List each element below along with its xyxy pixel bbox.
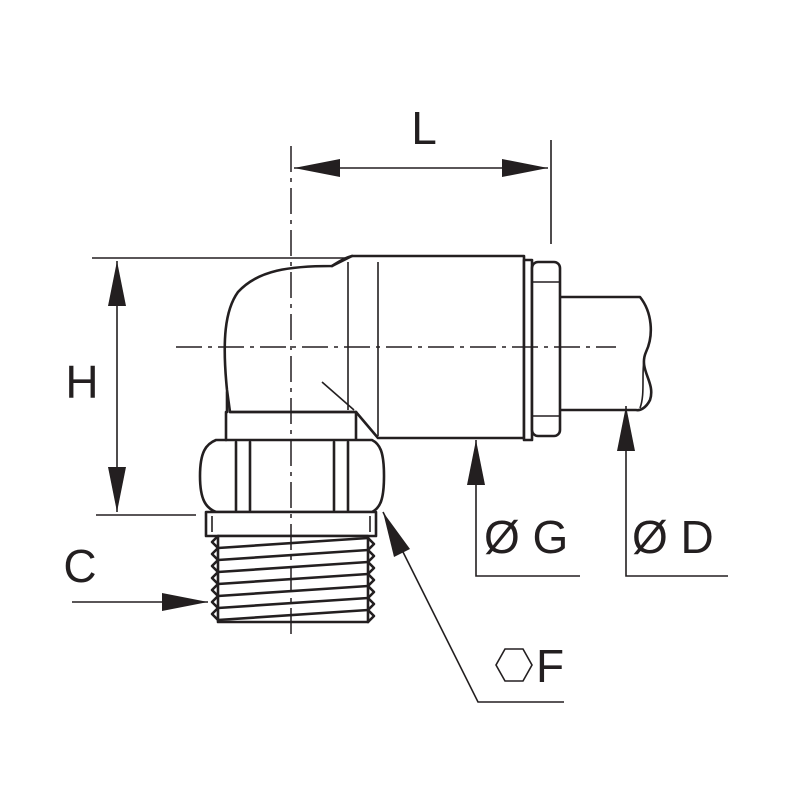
- dimension-h: H: [65, 257, 346, 516]
- dimension-c: C: [63, 540, 208, 611]
- dimension-l: L: [294, 102, 552, 244]
- label-f: F: [536, 640, 564, 692]
- tube: [558, 295, 653, 412]
- hex-nut: [198, 410, 386, 514]
- hexagon-icon: [495, 648, 533, 682]
- collet-ring: [522, 258, 562, 442]
- threaded-stud: [204, 510, 378, 624]
- dimension-g: Ø G: [467, 440, 580, 577]
- elbow-body: [223, 254, 526, 442]
- label-l: L: [411, 102, 437, 154]
- dimension-f: F: [382, 511, 564, 703]
- label-h: H: [65, 356, 98, 408]
- label-c: C: [63, 540, 96, 592]
- label-d: Ø D: [632, 511, 714, 563]
- label-g: Ø G: [484, 511, 568, 563]
- centerlines: [176, 146, 616, 636]
- dimension-d: Ø D: [617, 406, 728, 577]
